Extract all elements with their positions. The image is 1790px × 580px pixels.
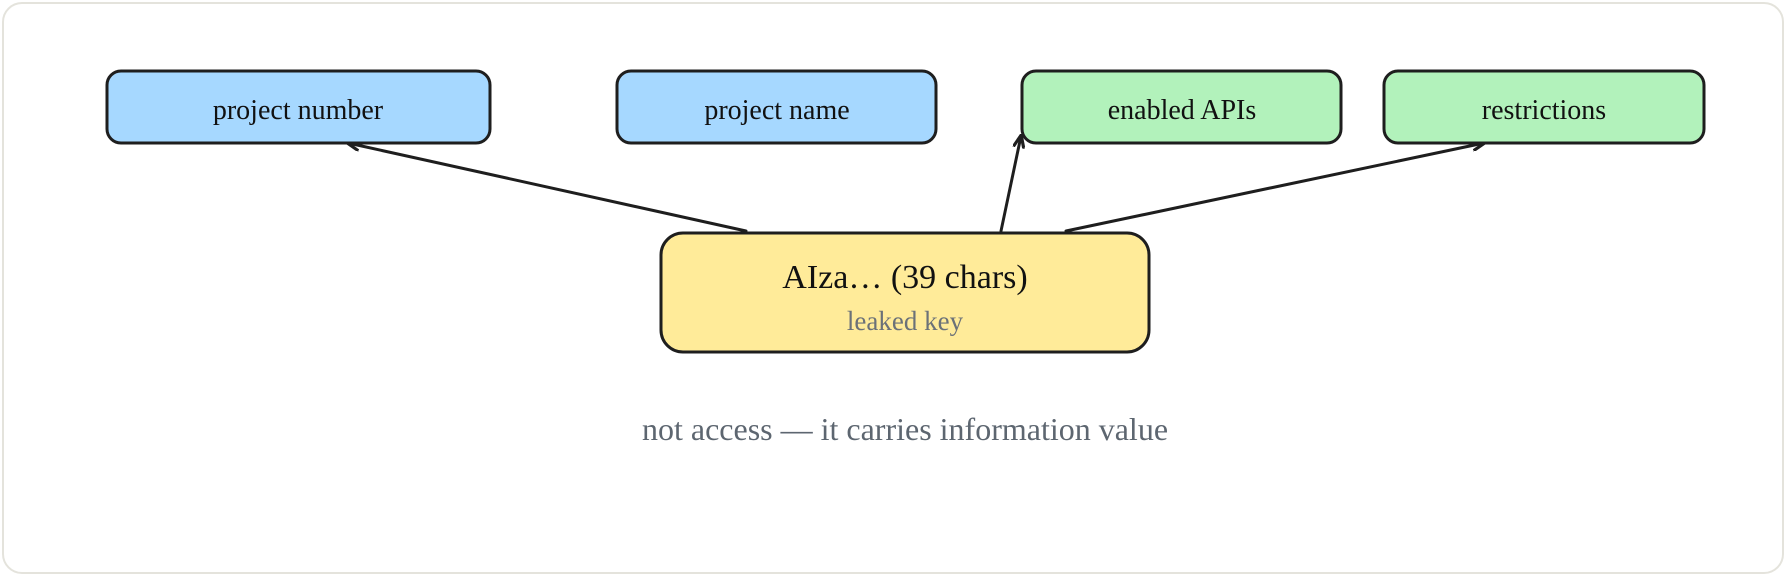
diagram-caption: not access — it carries information valu… — [642, 411, 1168, 447]
edge-to-enabled-apis — [999, 136, 1021, 233]
leaked-key-label: AIza… (39 chars) — [782, 259, 1027, 296]
leaked-key-sublabel: leaked key — [847, 306, 964, 336]
node-label-restrictions: restrictions — [1482, 95, 1606, 126]
node-label-enabled-apis: enabled APIs — [1108, 95, 1257, 126]
node-restrictions: restrictions — [1382, 69, 1706, 145]
node-enabled-apis: enabled APIs — [1020, 69, 1343, 145]
node-project-name: project name — [615, 69, 938, 145]
node-leaked-key: AIza… (39 chars) leaked key — [659, 231, 1151, 354]
edge-to-project-number — [348, 143, 748, 233]
edge-to-restrictions — [1064, 143, 1484, 233]
node-label-project-name: project name — [704, 95, 849, 126]
node-project-number: project number — [105, 69, 492, 145]
node-label-project-number: project number — [213, 95, 384, 126]
